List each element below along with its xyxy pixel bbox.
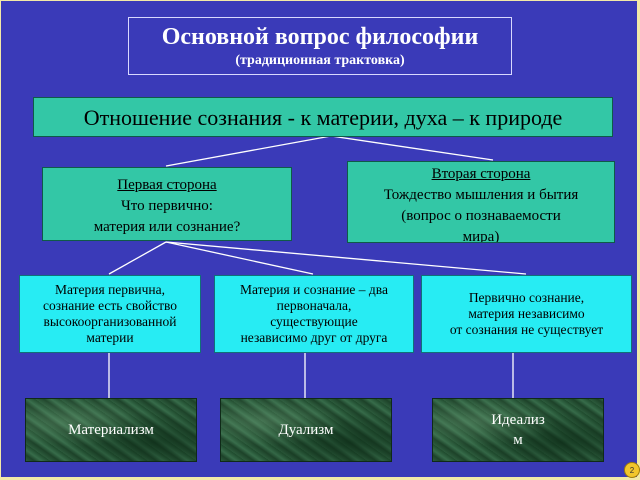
view-materialism-line4: материи [86, 330, 134, 345]
view-materialism-line3: высокоорганизованной [43, 314, 177, 329]
first-side-box: Первая сторона Что первично: материя или… [42, 167, 292, 241]
view-materialism-line1: Материя первична, [54, 282, 166, 297]
slide-subtitle: (традиционная трактовка) [235, 53, 405, 68]
second-side-line1: Тождество мышления и бытия [383, 187, 579, 203]
view-dualism-box: Материя и сознание – два первоначала, су… [214, 275, 414, 353]
central-question-text: Отношение сознания - к материи, духа – к… [83, 105, 563, 130]
connector-first-view3 [165, 241, 527, 275]
title-box: Основной вопрос философии (традиционная … [128, 17, 512, 75]
view-dualism-line3: существующие [270, 314, 358, 329]
page-number: 2 [629, 466, 635, 475]
result-dualism-label: Дуализм [278, 421, 334, 438]
view-dualism-line2: первоначала, [276, 298, 352, 313]
result-materialism-box: Материализм [25, 398, 197, 462]
view-idealism-line1: Первично сознание, [468, 290, 585, 305]
connector-central-first [165, 135, 332, 167]
second-side-line3: мира) [462, 229, 500, 243]
central-question-box: Отношение сознания - к материи, духа – к… [33, 97, 613, 137]
result-idealism-line2: м [513, 432, 523, 448]
result-idealism-box: Идеализ м [432, 398, 604, 462]
view-idealism-line3: от сознания не существует [449, 322, 604, 337]
view-materialism-line2: сознание есть свойство [42, 298, 178, 313]
connector-first-view2 [165, 241, 314, 275]
view-materialism-box: Материя первична, сознание есть свойство… [19, 275, 201, 353]
connector-first-view1 [108, 241, 167, 275]
view-idealism-line2: материя независимо [468, 306, 585, 321]
slide-title: Основной вопрос философии [161, 24, 479, 50]
first-side-line2: материя или сознание? [93, 219, 241, 235]
result-materialism-label: Материализм [68, 421, 154, 438]
connector-central-second [330, 135, 494, 161]
second-side-heading: Вторая сторона [431, 166, 531, 182]
view-dualism-line4: независимо друг от друга [240, 330, 388, 345]
view-idealism-box: Первично сознание, материя независимо от… [421, 275, 632, 353]
second-side-line2: (вопрос о познаваемости [401, 208, 561, 224]
result-dualism-box: Дуализм [220, 398, 392, 462]
first-side-line1: Что первично: [121, 198, 213, 214]
page-number-badge: 2 [624, 462, 640, 478]
result-idealism-line1: Идеализ [491, 412, 545, 428]
second-side-box: Вторая сторона Тождество мышления и быти… [347, 161, 615, 243]
first-side-heading: Первая сторона [117, 177, 217, 193]
view-dualism-line1: Материя и сознание – два [240, 282, 388, 297]
